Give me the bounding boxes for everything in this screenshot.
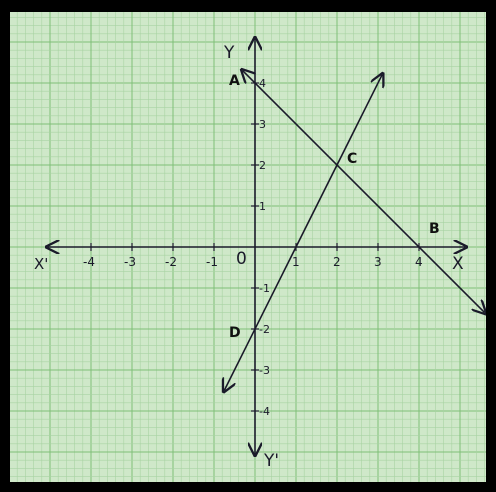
y-tick-label: -4 <box>259 405 270 418</box>
y-tick-label: -3 <box>259 364 270 377</box>
y-tick-label: 3 <box>259 118 266 131</box>
y-neg-axis-label: Y' <box>263 451 279 471</box>
axis-labels: X X' Y Y' 0 <box>34 43 464 471</box>
x-tick-label: -3 <box>124 255 136 269</box>
point-label-c: C <box>347 151 357 167</box>
y-tick-label: 2 <box>259 159 266 172</box>
x-tick-label: 2 <box>333 255 341 269</box>
point-label-a: A <box>229 73 240 89</box>
x-tick-label: -4 <box>83 255 95 269</box>
y-tick-label: -1 <box>259 282 270 295</box>
x-tick-label: -2 <box>165 255 177 269</box>
y-tick-label: -2 <box>259 323 270 336</box>
plotted-lines <box>224 71 484 391</box>
x-neg-axis-label: X' <box>34 255 48 273</box>
x-tick-label: 3 <box>374 255 382 269</box>
x-axis-label: X <box>452 254 464 274</box>
y-axis-label: Y <box>223 43 235 63</box>
point-labels: A B C D <box>229 73 440 341</box>
y-tick-label: 1 <box>259 200 266 213</box>
x-tick-label: -1 <box>206 255 218 269</box>
point-label-d: D <box>229 325 241 341</box>
line-dc <box>224 75 382 391</box>
point-label-b: B <box>429 221 440 237</box>
x-tick-label: 4 <box>415 255 423 269</box>
origin-label: 0 <box>236 249 247 269</box>
x-tick-label: 1 <box>292 255 300 269</box>
